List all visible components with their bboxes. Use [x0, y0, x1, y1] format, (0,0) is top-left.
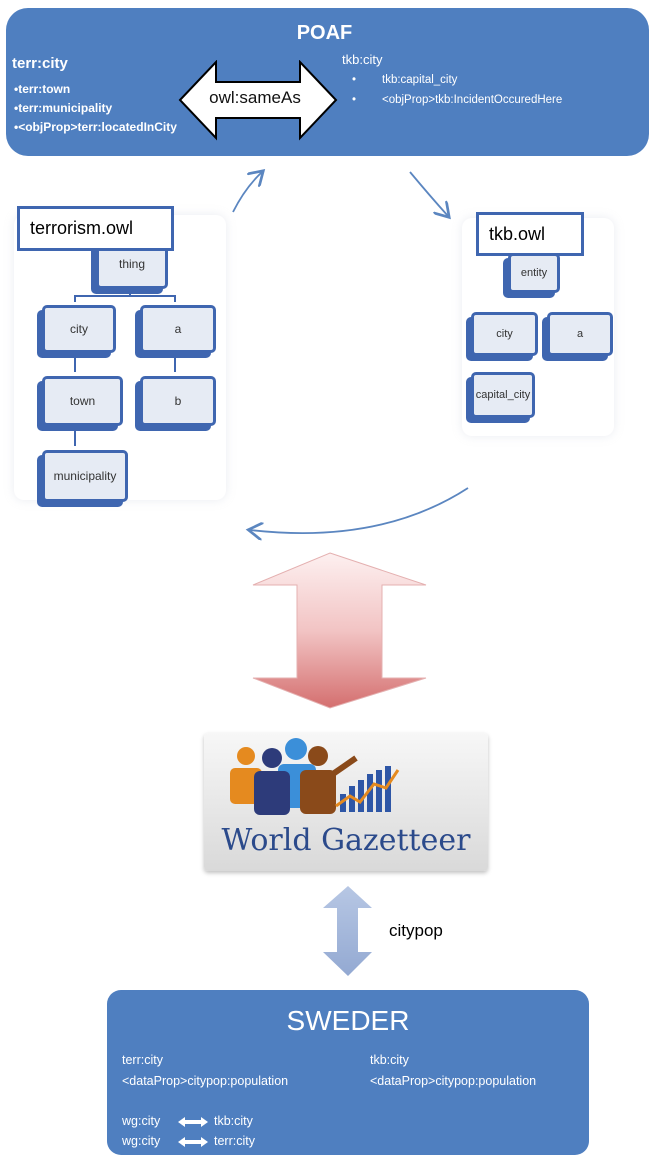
tkb-owl-label: tkb.owl: [476, 212, 584, 256]
double-arrow-icon: [178, 1117, 208, 1127]
bullet-icon: •: [352, 94, 357, 106]
citypop-label: citypop: [389, 921, 443, 940]
terr-item: •terr:town: [14, 82, 71, 96]
sweder-title: SWEDER: [286, 1005, 410, 1036]
cycle-arrow-to-tkb: [409, 171, 448, 216]
tkb-heading: tkb:city: [342, 52, 383, 67]
double-arrow-icon: [178, 1137, 208, 1147]
terr-heading: terr:city: [12, 55, 68, 72]
tree-node-b: b: [140, 376, 216, 426]
terr-item: •<objProp>terr:locatedInCity: [14, 120, 177, 134]
mapping-left-1: wg:city: [122, 1114, 161, 1128]
terrorism-owl-label: terrorism.owl: [17, 206, 174, 251]
tree-node-town: town: [42, 376, 123, 426]
cycle-arrow-to-terrorism: [250, 487, 469, 533]
tree-node-entity: entity: [508, 253, 560, 293]
sweder-left-col-2: <dataProp>citypop:population: [122, 1074, 289, 1088]
tkb-list: • tkb:capital_city • <objProp>tkb:Incident…: [352, 70, 562, 110]
tree-node-capital-city: capital_city: [471, 372, 535, 418]
pink-double-arrow: [252, 552, 427, 709]
same-as-label: owl:sameAs: [209, 88, 301, 107]
tree-node-tkb-a: a: [547, 312, 613, 356]
light-blue-double-arrow: [323, 886, 372, 976]
cycle-arrow-to-poaf: [232, 172, 262, 213]
sweder-right-col-2: <dataProp>citypop:population: [370, 1074, 537, 1088]
people-chart-icon: [230, 738, 400, 815]
poaf-panel: [6, 8, 649, 156]
tree-node-city: city: [42, 305, 116, 353]
tkb-item: <objProp>tkb:IncidentOccuredHere: [382, 94, 563, 106]
mapping-right-2: terr:city: [214, 1134, 255, 1148]
mapping-right-1: tkb:city: [214, 1114, 253, 1128]
poaf-title: POAF: [296, 22, 353, 44]
tree-node-tkb-city: city: [471, 312, 538, 356]
sweder-left-col-1: terr:city: [122, 1053, 163, 1067]
terr-list: •terr:town •terr:municipality •<objProp>…: [14, 80, 177, 137]
terr-item: •terr:municipality: [14, 101, 113, 115]
sweder-right-col-1: tkb:city: [370, 1053, 409, 1067]
same-as-arrow-shape: [178, 60, 338, 141]
tree-node-municipality: municipality: [42, 450, 128, 502]
bullet-icon: •: [352, 74, 357, 86]
tkb-item: tkb:capital_city: [382, 74, 458, 86]
sweder-panel: [107, 990, 589, 1155]
world-gazetteer-name: World Gazetteer: [221, 823, 471, 858]
mapping-left-2: wg:city: [122, 1134, 161, 1148]
tree-node-a: a: [140, 305, 216, 353]
